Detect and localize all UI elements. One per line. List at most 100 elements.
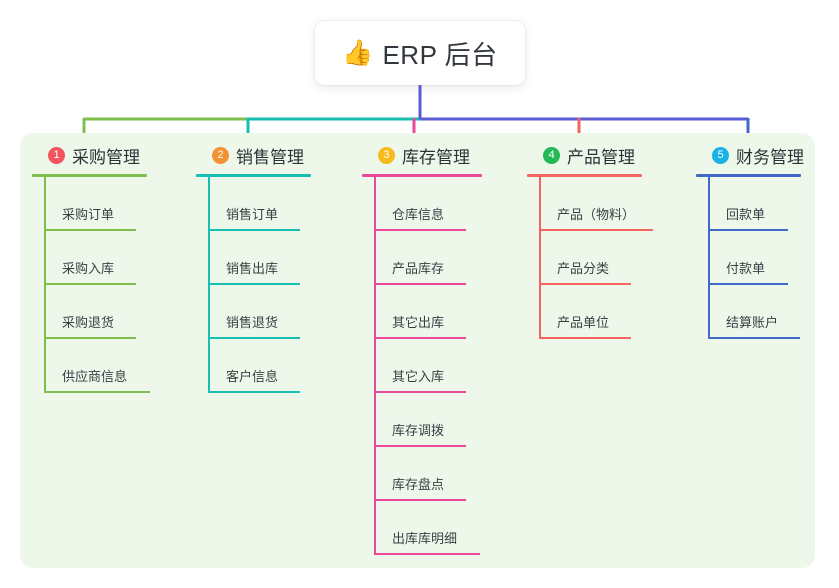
branch-item[interactable]: 结算账户	[696, 285, 836, 339]
branch-item-underline	[374, 229, 466, 231]
branch-item-list: 产品（物料） 产品分类产品单位	[527, 177, 677, 339]
branch-item[interactable]: 采购入库	[32, 231, 182, 285]
branch-item[interactable]: 其它出库	[362, 285, 517, 339]
branch-underline	[362, 174, 482, 177]
branch-item[interactable]: 出库库明细	[362, 501, 517, 555]
branch-item-label: 库存盘点	[392, 477, 445, 492]
branch-item-label: 结算账户	[726, 315, 779, 330]
branch-item-label: 销售出库	[226, 261, 279, 276]
branch-item-underline	[374, 553, 480, 555]
branch-item-underline	[208, 229, 300, 231]
branch-number-badge: 1	[48, 146, 65, 164]
branch-item-label: 客户信息	[226, 369, 279, 384]
branch-item-list: 采购订单采购入库采购退货供应商信息	[32, 177, 182, 393]
branch-item-label: 产品库存	[392, 261, 445, 276]
branch-item[interactable]: 销售退货	[196, 285, 346, 339]
branch-item-underline	[374, 499, 466, 501]
branch-item-underline	[374, 283, 466, 285]
branch-item-underline	[208, 337, 300, 339]
branch-item-label: 出库库明细	[392, 531, 458, 546]
branch-item-label: 销售订单	[226, 207, 279, 222]
branch-column-3: 3 库存管理仓库信息产品库存其它出库其它入库库存调拨库存盘点出库库明细	[362, 142, 517, 555]
branch-item-underline	[208, 283, 300, 285]
branch-spine	[374, 177, 376, 555]
branch-underline	[196, 174, 311, 177]
branch-spine	[44, 177, 46, 393]
branch-title: 库存管理	[402, 147, 470, 167]
branch-title: 财务管理	[736, 147, 804, 167]
branch-header-5[interactable]: 5 财务管理	[696, 142, 836, 168]
branch-title: 销售管理	[236, 147, 304, 167]
branch-item-label: 回款单	[726, 207, 766, 222]
branch-item[interactable]: 产品库存	[362, 231, 517, 285]
branch-item-label: 采购退货	[62, 315, 115, 330]
branch-item[interactable]: 付款单	[696, 231, 836, 285]
branch-item[interactable]: 产品单位	[527, 285, 677, 339]
branch-item-underline	[374, 445, 466, 447]
branch-header-2[interactable]: 2 销售管理	[196, 142, 346, 168]
branch-item-label: 产品单位	[557, 315, 610, 330]
branch-item[interactable]: 其它入库	[362, 339, 517, 393]
branch-item-list: 销售订单销售出库销售退货客户信息	[196, 177, 346, 393]
branch-underline	[32, 174, 147, 177]
branch-item-underline	[374, 337, 466, 339]
branch-header-3[interactable]: 3 库存管理	[362, 142, 517, 168]
branch-item-underline	[539, 229, 653, 231]
branch-item[interactable]: 回款单	[696, 177, 836, 231]
root-node-label: ERP 后台	[382, 39, 498, 70]
branch-title: 产品管理	[567, 147, 635, 167]
branch-item-label: 其它入库	[392, 369, 445, 384]
branch-item-underline	[44, 337, 136, 339]
branch-item[interactable]: 库存调拨	[362, 393, 517, 447]
branch-number-badge: 4	[543, 146, 560, 164]
branches-panel	[20, 133, 815, 568]
branch-number-badge: 5	[712, 146, 729, 164]
branch-item-underline	[708, 283, 788, 285]
branch-item-underline	[539, 283, 631, 285]
branch-item[interactable]: 客户信息	[196, 339, 346, 393]
branch-item-list: 回款单付款单结算账户	[696, 177, 836, 339]
branch-item-label: 采购订单	[62, 207, 115, 222]
branch-title: 采购管理	[72, 147, 140, 167]
branch-item[interactable]: 库存盘点	[362, 447, 517, 501]
thumbs-up-icon: 👍	[342, 38, 374, 67]
branch-spine	[539, 177, 541, 339]
branch-item[interactable]: 采购退货	[32, 285, 182, 339]
branch-spine	[208, 177, 210, 393]
branch-underline	[527, 174, 642, 177]
branch-header-1[interactable]: 1 采购管理	[32, 142, 182, 168]
branch-item-underline	[708, 229, 788, 231]
branch-item-label: 产品分类	[557, 261, 610, 276]
branch-item-label: 付款单	[726, 261, 766, 276]
branch-item-underline	[44, 283, 136, 285]
branch-item[interactable]: 产品分类	[527, 231, 677, 285]
branch-item[interactable]: 供应商信息	[32, 339, 182, 393]
branch-item-label: 其它出库	[392, 315, 445, 330]
branch-item-label: 供应商信息	[62, 369, 128, 384]
branch-item[interactable]: 销售出库	[196, 231, 346, 285]
branch-item-underline	[708, 337, 800, 339]
branch-header-4[interactable]: 4 产品管理	[527, 142, 677, 168]
branch-item[interactable]: 销售订单	[196, 177, 346, 231]
branch-item-underline	[208, 391, 300, 393]
branch-spine	[708, 177, 710, 339]
branch-item-label: 仓库信息	[392, 207, 445, 222]
branch-item[interactable]: 采购订单	[32, 177, 182, 231]
branch-underline	[696, 174, 801, 177]
branch-item-label: 销售退货	[226, 315, 279, 330]
branch-item-label: 产品（物料）	[557, 207, 636, 222]
branch-item-underline	[44, 391, 150, 393]
branch-column-1: 1 采购管理采购订单采购入库采购退货供应商信息	[32, 142, 182, 393]
root-node[interactable]: 👍 ERP 后台	[315, 21, 525, 85]
branch-column-5: 5 财务管理回款单付款单结算账户	[696, 142, 836, 339]
branch-item[interactable]: 产品（物料）	[527, 177, 677, 231]
branch-column-4: 4 产品管理产品（物料） 产品分类产品单位	[527, 142, 677, 339]
branch-item-label: 采购入库	[62, 261, 115, 276]
branch-number-badge: 3	[378, 146, 395, 164]
branch-item-list: 仓库信息产品库存其它出库其它入库库存调拨库存盘点出库库明细	[362, 177, 517, 555]
branch-number-badge: 2	[212, 146, 229, 164]
branch-item-underline	[374, 391, 466, 393]
branch-item[interactable]: 仓库信息	[362, 177, 517, 231]
branch-item-underline	[539, 337, 631, 339]
